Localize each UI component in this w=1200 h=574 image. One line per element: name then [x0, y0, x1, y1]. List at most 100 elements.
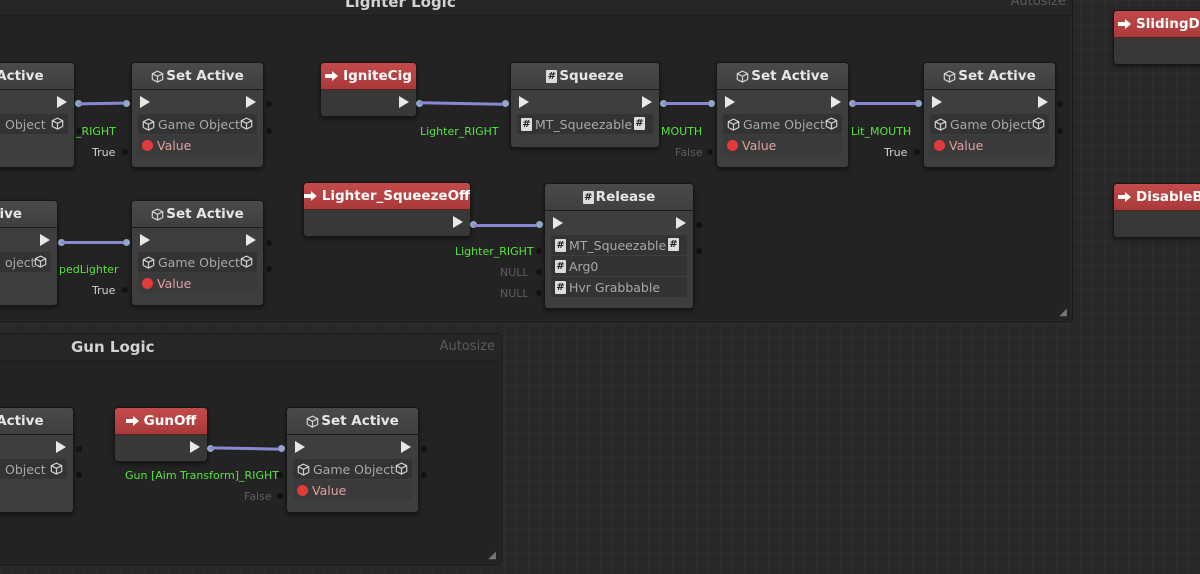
- event-node[interactable]: GunOff: [114, 407, 208, 462]
- arg0-in-port[interactable]: [536, 269, 542, 275]
- set-active-node[interactable]: ctive oject: [0, 200, 58, 306]
- flow-in-port[interactable]: [502, 100, 509, 107]
- flow-in-port[interactable]: [536, 221, 543, 228]
- flow-out-icon[interactable]: [40, 234, 50, 246]
- value-port[interactable]: Value: [138, 135, 257, 155]
- squeezable-out-port[interactable]: [661, 128, 667, 134]
- squeezable-out-port[interactable]: [696, 248, 702, 254]
- game-object-port[interactable]: Game Object: [930, 114, 1049, 134]
- hash-icon: #: [555, 238, 566, 252]
- hvr-grabbable-port[interactable]: #Hvr Grabbable: [551, 277, 687, 297]
- event-node[interactable]: DisableBl: [1113, 183, 1200, 238]
- node-title: Set Active: [166, 68, 244, 84]
- set-active-node[interactable]: Set Active Game Object Value: [131, 200, 264, 306]
- go-out-port[interactable]: [76, 472, 82, 478]
- squeeze-node[interactable]: #Squeeze #MT_Squeezable#: [510, 62, 660, 148]
- set-active-node[interactable]: Set Active Game Object Value: [716, 62, 849, 168]
- value-label: True: [884, 146, 908, 159]
- cube-icon: [825, 117, 838, 130]
- arg0-label: NULL: [500, 266, 529, 279]
- flow-out-icon[interactable]: [676, 217, 686, 229]
- event-arrow-icon: [304, 191, 318, 201]
- flow-in-icon[interactable]: [725, 96, 735, 108]
- flow-out-icon[interactable]: [831, 96, 841, 108]
- go-out-port[interactable]: [850, 128, 856, 134]
- value-port[interactable]: Value: [138, 273, 257, 293]
- set-active-node[interactable]: t Active Object: [0, 407, 74, 513]
- flow-out-port[interactable]: [266, 101, 272, 107]
- flow-in-port[interactable]: [278, 445, 285, 452]
- game-object-port[interactable]: Game Object: [138, 114, 257, 134]
- flow-out-icon[interactable]: [399, 96, 409, 108]
- value-in-port[interactable]: [914, 149, 920, 155]
- value-in-port[interactable]: [122, 149, 128, 155]
- resize-grip-icon[interactable]: ◢: [1059, 307, 1067, 318]
- go-in-port[interactable]: [277, 472, 283, 478]
- arg0-port[interactable]: #Arg0: [551, 256, 687, 276]
- group-header[interactable]: Gun Logic Autosize: [0, 334, 501, 361]
- game-object-port[interactable]: Game Object: [138, 252, 257, 272]
- squeezable-in-port[interactable]: [536, 248, 542, 254]
- grabbable-in-port[interactable]: [536, 290, 542, 296]
- value-port[interactable]: Value: [723, 135, 842, 155]
- flow-in-icon[interactable]: [140, 96, 150, 108]
- go-out-port[interactable]: [1057, 128, 1063, 134]
- value-in-port[interactable]: [122, 287, 128, 293]
- autosize-toggle[interactable]: Autosize: [1010, 0, 1066, 9]
- game-object-port[interactable]: oject: [0, 252, 51, 272]
- flow-in-icon[interactable]: [932, 96, 942, 108]
- group-header[interactable]: Lighter Logic Autosize: [0, 0, 1072, 16]
- flow-in-icon[interactable]: [553, 217, 563, 229]
- game-object-port[interactable]: Object: [0, 114, 68, 134]
- set-active-node[interactable]: t Active Object: [0, 62, 75, 168]
- flow-out-port[interactable]: [421, 446, 427, 452]
- value-dot-icon: [142, 277, 153, 289]
- go-out-port[interactable]: [76, 128, 82, 134]
- flow-out-icon[interactable]: [642, 96, 652, 108]
- flow-in-port[interactable]: [915, 100, 922, 107]
- flow-out-icon[interactable]: [1038, 96, 1048, 108]
- event-node[interactable]: Lighter_SqueezeOff: [303, 182, 471, 237]
- flow-out-icon[interactable]: [190, 441, 200, 453]
- flow-out-icon[interactable]: [401, 441, 411, 453]
- set-active-node[interactable]: Set Active Game Object Value: [286, 407, 419, 513]
- node-title: IgniteCig: [343, 68, 412, 84]
- flow-out-port[interactable]: [76, 446, 82, 452]
- flow-out-port[interactable]: [1057, 101, 1063, 107]
- set-active-node[interactable]: Set Active Game Object Value: [131, 62, 264, 168]
- value-in-port[interactable]: [707, 149, 713, 155]
- squeezable-port[interactable]: #MT_Squeezable#: [551, 235, 687, 255]
- squeezable-port[interactable]: #MT_Squeezable#: [517, 114, 653, 134]
- value-port[interactable]: Value: [293, 480, 412, 500]
- flow-out-icon[interactable]: [56, 441, 66, 453]
- autosize-toggle[interactable]: Autosize: [439, 339, 495, 354]
- value-in-port[interactable]: [277, 493, 283, 499]
- resize-grip-icon[interactable]: ◢: [488, 550, 496, 561]
- flow-out-port[interactable]: [696, 222, 702, 228]
- flow-out-port[interactable]: [266, 240, 272, 246]
- game-object-port[interactable]: Game Object: [723, 114, 842, 134]
- flow-out-icon[interactable]: [453, 216, 463, 228]
- flow-in-icon[interactable]: [519, 96, 529, 108]
- flow-in-port[interactable]: [708, 100, 715, 107]
- value-dot-icon: [934, 139, 945, 151]
- set-active-node[interactable]: Set Active Game Object Value: [923, 62, 1056, 168]
- go-out-port[interactable]: [421, 472, 427, 478]
- flow-out-icon[interactable]: [246, 96, 256, 108]
- flow-in-port[interactable]: [123, 239, 130, 246]
- value-port[interactable]: Value: [930, 135, 1049, 155]
- flow-in-icon[interactable]: [140, 234, 150, 246]
- go-out-port[interactable]: [60, 266, 66, 272]
- go-out-port[interactable]: [266, 128, 272, 134]
- game-object-port[interactable]: Game Object: [293, 459, 412, 479]
- event-node[interactable]: IgniteCig: [320, 62, 417, 117]
- event-node[interactable]: SlidingDo: [1113, 10, 1200, 65]
- go-out-port[interactable]: [266, 266, 272, 272]
- flow-in-icon[interactable]: [295, 441, 305, 453]
- flow-in-port[interactable]: [123, 100, 130, 107]
- flow-out-icon[interactable]: [57, 96, 67, 108]
- group-title: Gun Logic: [71, 338, 155, 356]
- game-object-port[interactable]: Object: [0, 459, 67, 479]
- flow-out-icon[interactable]: [246, 234, 256, 246]
- release-node[interactable]: #Release #MT_Squeezable# #Arg0 #Hvr Grab…: [544, 183, 694, 309]
